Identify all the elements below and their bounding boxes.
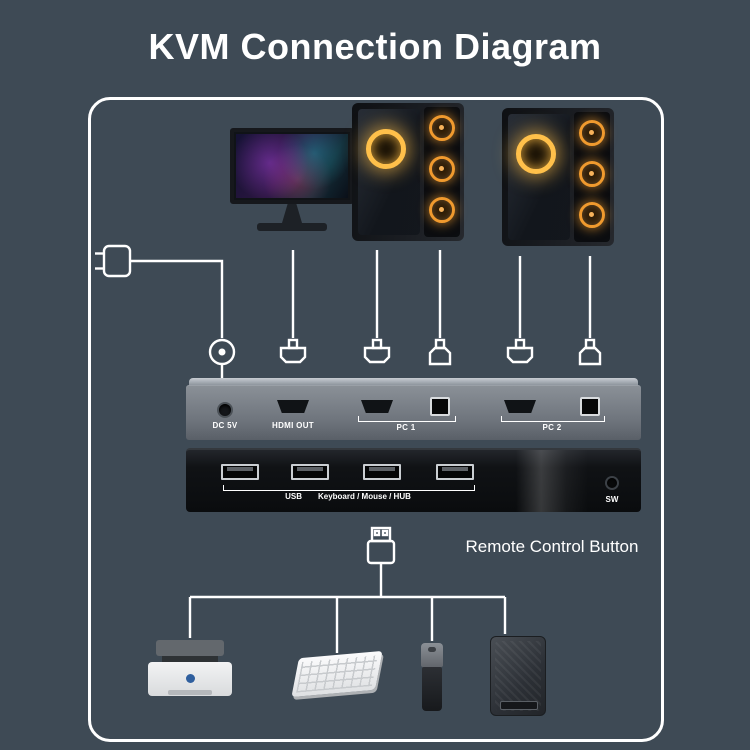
rgb-fan-icon: [429, 115, 455, 141]
tower1-glass-panel: [358, 109, 420, 235]
monitor: [230, 128, 354, 234]
hdmi-out-label: HDMI OUT: [272, 421, 314, 430]
rgb-fan-icon: [579, 161, 605, 187]
keyboard-keys: [296, 655, 378, 693]
rgb-fan-icon: [429, 197, 455, 223]
remote-control-label: Remote Control Button: [465, 537, 639, 556]
hub-label: Keyboard / Mouse / HUB: [317, 492, 411, 501]
pc2-label: PC 2: [542, 423, 562, 432]
kvm-rear-top-edge: [189, 378, 638, 385]
usb-a-port-1: [221, 464, 259, 480]
printer-logo-icon: [186, 674, 195, 683]
usb-a-port-3: [363, 464, 401, 480]
usb-a-port-2: [291, 464, 329, 480]
pc-tower-2: [502, 108, 614, 246]
pc1-label: PC 1: [396, 423, 416, 432]
usb-ports-bracket: [223, 485, 475, 491]
printer-tray: [168, 690, 212, 695]
cpu-cooler-glow-icon: [366, 129, 406, 169]
printer-slot: [162, 656, 218, 662]
flash-drive-cap: [421, 643, 443, 667]
rgb-fan-icon: [579, 202, 605, 228]
cpu-cooler-glow-icon: [516, 134, 556, 174]
rgb-fan-icon: [429, 156, 455, 182]
external-hard-drive: [490, 636, 546, 716]
keyboard: [291, 650, 383, 698]
tower2-front-panel: [574, 112, 610, 242]
tower1-front-panel: [424, 107, 460, 237]
printer: [148, 640, 232, 702]
monitor-wallpaper: [236, 134, 348, 198]
sw-button: [607, 478, 617, 488]
usb-ports-label: USB Keyboard / Mouse / HUB: [223, 492, 473, 501]
usb-a-port-4: [436, 464, 474, 480]
page-title: KVM Connection Diagram: [148, 26, 602, 67]
kvm-rear-face: [186, 385, 641, 440]
monitor-stand-neck: [282, 204, 302, 223]
diagram-frame: [88, 97, 664, 742]
dc-power-port: [219, 404, 231, 416]
pc2-bracket: [501, 416, 605, 422]
pc1-hdmi-port: [361, 400, 393, 413]
monitor-stand-base: [257, 223, 327, 231]
pc1-usb-port: [430, 397, 450, 416]
kvm-front-panel: USB Keyboard / Mouse / HUB SW: [186, 448, 641, 512]
monitor-screen: [230, 128, 354, 204]
tower2-glass-panel: [508, 114, 570, 240]
dc-port-label: DC 5V: [212, 421, 238, 430]
kvm-rear-panel: DC 5V HDMI OUT PC 1 PC 2: [186, 378, 641, 440]
sw-label: SW: [605, 495, 619, 504]
pc2-usb-port: [580, 397, 600, 416]
rgb-fan-icon: [579, 120, 605, 146]
pc-tower-1: [352, 103, 464, 241]
printer-lid: [156, 640, 224, 656]
pc2-hdmi-port: [504, 400, 536, 413]
flash-drive-body: [422, 667, 442, 711]
usb-flash-drive: [420, 643, 444, 711]
usb-label: USB: [285, 492, 302, 501]
front-panel-sheen: [516, 450, 588, 512]
hdmi-out-port: [277, 400, 309, 413]
hard-drive-label: [500, 701, 538, 710]
pc1-bracket: [358, 416, 456, 422]
